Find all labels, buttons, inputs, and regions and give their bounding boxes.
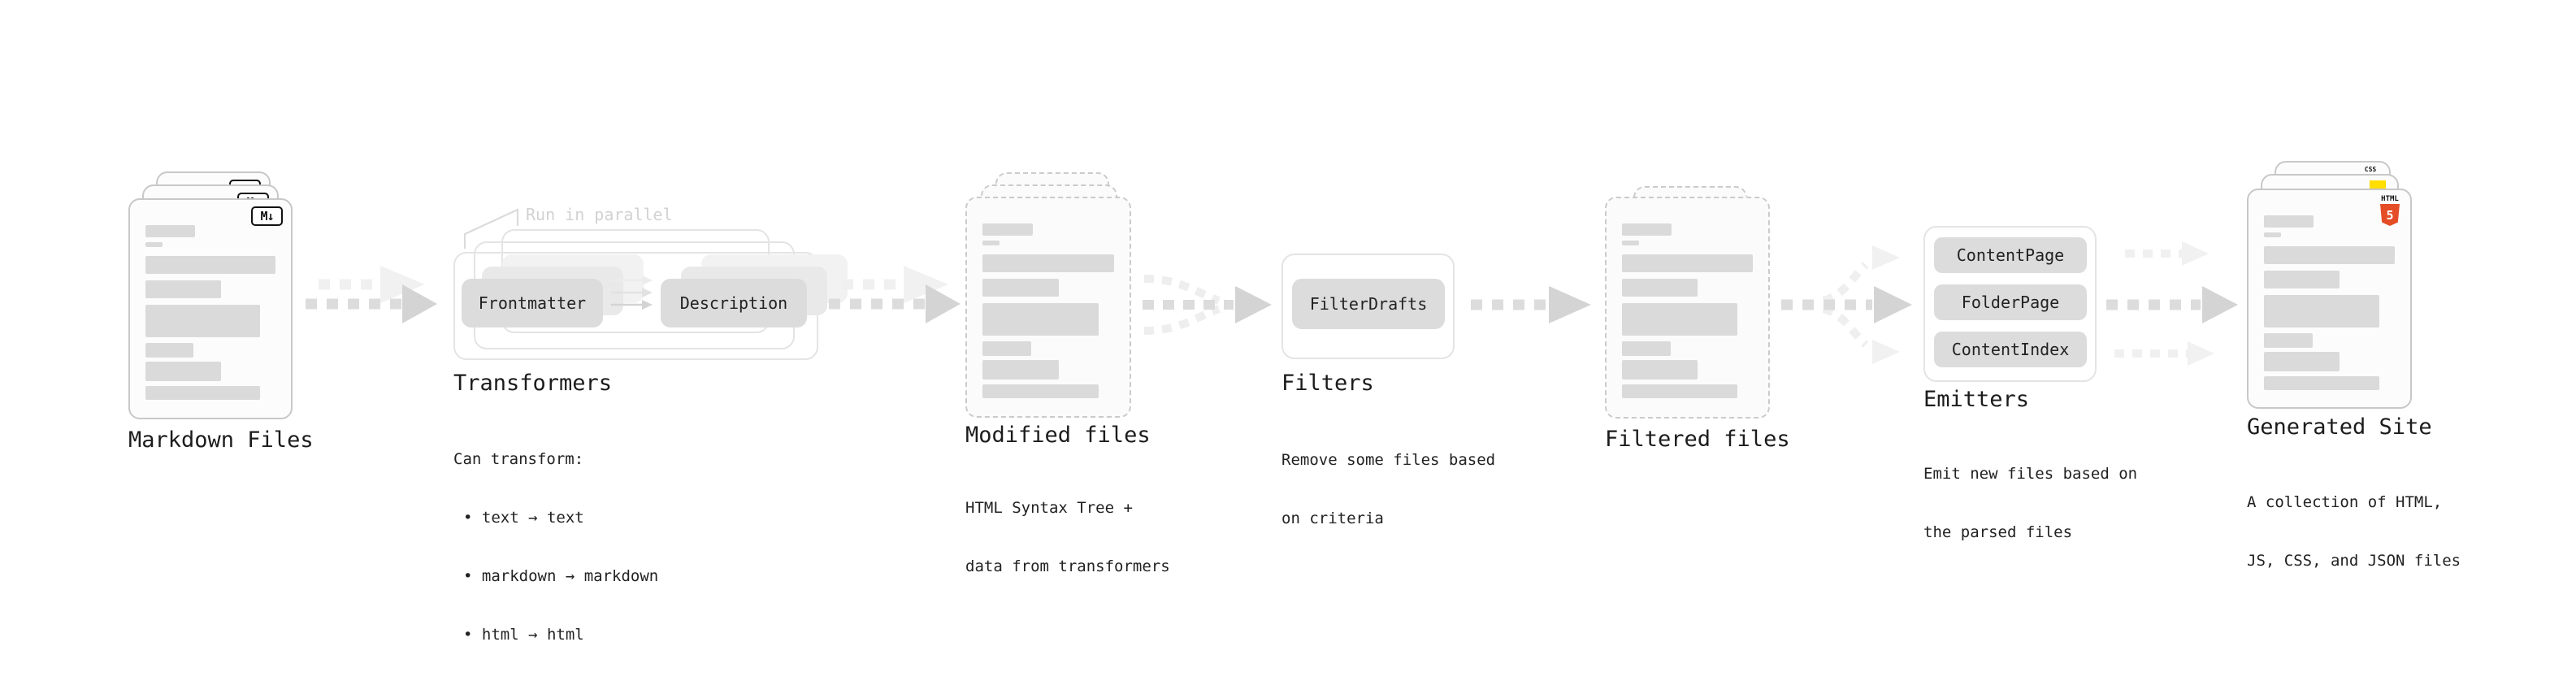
emitters-desc-line: the parsed files (1923, 523, 2073, 541)
contentpage-pill: ContentPage (1934, 237, 2087, 273)
html5-icon-number: 5 (2386, 207, 2394, 223)
generated-site-label: Generated Site (2247, 414, 2432, 440)
html5-icon-shield: 5 (2380, 204, 2400, 226)
html5-icon-text: HTML (2381, 195, 2399, 203)
flow-arrow-filters-to-filtered (1471, 286, 1591, 323)
modified-files-desc-line: HTML Syntax Tree + (965, 499, 1133, 517)
transformers-bullet: • text → text (463, 509, 584, 527)
filters-description: Remove some files based on criteria (1281, 411, 1495, 567)
generated-site-description: A collection of HTML, JS, CSS, and JSON … (2247, 453, 2461, 609)
modified-files-desc-line: data from transformers (965, 557, 1170, 575)
document-text-placeholder (145, 225, 275, 400)
document-text-placeholder (982, 223, 1114, 398)
run-in-parallel-note: Run in parallel (526, 205, 673, 224)
flow-arrow-modified-to-filters-merge (1143, 275, 1272, 335)
modified-files-label: Modified files (965, 423, 1151, 448)
frontmatter-pill: Frontmatter (462, 279, 603, 327)
generated-site-desc-line: JS, CSS, and JSON files (2247, 552, 2461, 570)
filtered-files-label: Filtered files (1605, 427, 1790, 452)
emitters-description: Emit new files based on the parsed files (1923, 425, 2137, 581)
emitters-label: Emitters (1923, 387, 2030, 412)
filterdrafts-pill: FilterDrafts (1292, 279, 1445, 329)
generated-site-desc-line: A collection of HTML, (2247, 493, 2443, 511)
flow-arrow-emitters-to-generated (2106, 241, 2238, 366)
document-text-placeholder (2264, 215, 2395, 390)
description-pill: Description (661, 279, 807, 327)
contentindex-pill: ContentIndex (1934, 332, 2087, 367)
flow-arrow-filtered-to-emitters-split (1781, 245, 1912, 364)
markdown-icon: M↓ (251, 206, 283, 226)
transformers-bullet: • markdown → markdown (463, 567, 659, 585)
markdown-file-card-front: M↓ (128, 198, 293, 419)
modified-files-description: HTML Syntax Tree + data from transformer… (965, 459, 1170, 615)
run-in-parallel-callout-line (463, 208, 519, 249)
filters-desc-line: on criteria (1281, 510, 1384, 527)
transformers-description: Can transform: • text → text • markdown … (453, 410, 658, 681)
filters-label: Filters (1281, 371, 1374, 396)
emitters-desc-line: Emit new files based on (1923, 465, 2138, 483)
modified-file-card-front (965, 197, 1131, 418)
html5-icon: HTML 5 (2379, 195, 2400, 226)
generated-site-card-html: HTML 5 (2247, 189, 2412, 409)
folderpage-pill: FolderPage (1934, 284, 2087, 320)
transformers-desc-title: Can transform: (453, 450, 584, 468)
filters-desc-line: Remove some files based (1281, 451, 1496, 469)
flow-arrow-markdown-to-transformers (306, 266, 437, 323)
css-icon-text: CSS (2364, 166, 2377, 173)
transformers-bullet: • html → html (463, 626, 584, 644)
markdown-icon-text: M↓ (260, 209, 274, 223)
markdown-files-label: Markdown Files (128, 427, 314, 453)
document-text-placeholder (1622, 223, 1753, 398)
flow-arrow-transformers-to-modified (829, 266, 961, 323)
parallel-arrows-icon (611, 275, 653, 310)
transformers-label: Transformers (453, 371, 613, 396)
filtered-file-card-front (1605, 197, 1770, 419)
